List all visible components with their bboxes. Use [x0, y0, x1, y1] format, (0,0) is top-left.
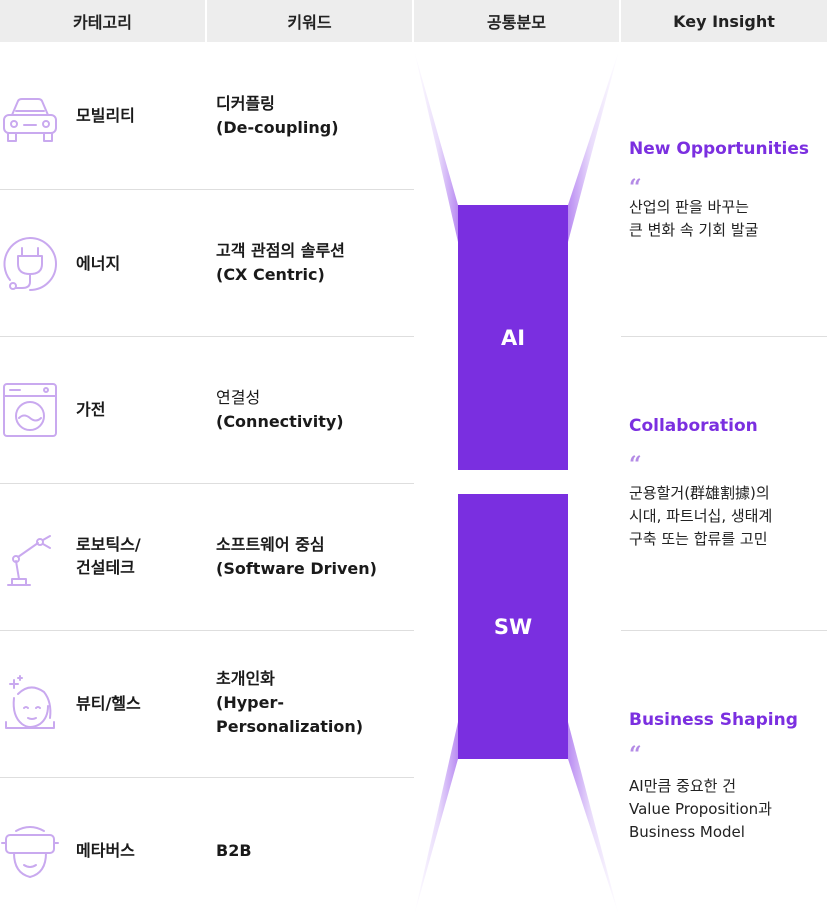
quote-icon: “: [629, 742, 642, 768]
keyword-label: 디커플링: [216, 94, 275, 113]
table-row: 에너지 고객 관점의 솔루션 (CX Centric): [0, 189, 414, 336]
keyword-english: (Software Driven): [216, 559, 377, 578]
insight-line: 큰 변화 속 기회 발굴: [629, 221, 759, 239]
quote-icon: “: [629, 452, 642, 478]
common-sw-block: SW: [458, 494, 568, 759]
row-divider: [0, 630, 414, 631]
insight-line: 산업의 판을 바꾸는: [629, 198, 749, 216]
row-divider: [0, 483, 414, 484]
insight-divider: [621, 630, 827, 631]
insight-line: 구축 또는 합류를 고민: [629, 530, 768, 548]
header-insight: Key Insight: [621, 0, 827, 42]
insight-line: Value Proposition과: [629, 800, 772, 818]
keyword-label: 연결성: [216, 388, 261, 407]
category-label-line2: 건설테크: [76, 558, 135, 577]
insight-title: Business Shaping: [629, 710, 798, 730]
insight-title: Collaboration: [629, 416, 758, 436]
insight-line: 시대, 파트너십, 생태계: [629, 507, 773, 525]
funnel-top-left: [414, 50, 458, 242]
table-row: 뷰티/헬스 초개인화 (Hyper- Personalization): [0, 630, 414, 777]
keyword-english: (Connectivity): [216, 412, 344, 431]
table-row: 메타버스 B2B: [0, 777, 414, 924]
plug-icon: [3, 237, 57, 291]
keyword-english-line2: Personalization): [216, 717, 364, 736]
category-label: 가전: [76, 400, 106, 419]
insight-text: 군용할거(群雄割據)의 시대, 파트너십, 생태계 구축 또는 합류를 고민: [629, 482, 824, 551]
quote-icon: “: [629, 175, 642, 201]
funnel-bottom-right: [568, 722, 619, 916]
insight-divider: [621, 336, 827, 337]
category-label: 에너지: [76, 254, 121, 273]
insight-text: AI만큼 중요한 건 Value Proposition과 Business M…: [629, 775, 824, 844]
header-category: 카테고리: [0, 0, 205, 42]
common-ai-block: AI: [458, 205, 568, 470]
category-label: 로보틱스/: [76, 535, 141, 554]
insight-line: AI만큼 중요한 건: [629, 777, 737, 795]
category-label: 모빌리티: [76, 106, 135, 125]
insight-line: Business Model: [629, 823, 745, 841]
header-keyword: 키워드: [207, 0, 412, 42]
keyword-label: 소프트웨어 중심: [216, 535, 325, 554]
funnel-bottom-left: [414, 722, 458, 916]
face-sparkle-icon: [5, 675, 55, 729]
insight-text: 산업의 판을 바꾸는 큰 변화 속 기회 발굴: [629, 196, 824, 242]
category-label: 뷰티/헬스: [76, 694, 141, 713]
common-funnel: [414, 50, 619, 916]
row-divider: [0, 336, 414, 337]
keyword-label: B2B: [216, 841, 252, 860]
row-divider: [0, 189, 414, 190]
table-row: 모빌리티 디커플링 (De-coupling): [0, 42, 414, 189]
washing-machine-icon: [3, 383, 57, 437]
category-label: 메타버스: [76, 841, 135, 860]
keyword-english: (Hyper-: [216, 693, 284, 712]
keyword-english: (De-coupling): [216, 118, 339, 137]
keyword-label: 초개인화: [216, 669, 275, 688]
car-icon: [3, 98, 57, 142]
table-row: 로보틱스/ 건설테크 소프트웨어 중심 (Software Driven): [0, 483, 414, 630]
insight-title: New Opportunities: [629, 139, 809, 159]
header-common: 공통분모: [414, 0, 619, 42]
keyword-label: 고객 관점의 솔루션: [216, 241, 345, 260]
funnel-top-right: [568, 50, 619, 242]
row-divider: [0, 777, 414, 778]
keyword-english: (CX Centric): [216, 265, 325, 284]
table-row: 가전 연결성 (Connectivity): [0, 336, 414, 483]
robot-arm-icon: [7, 535, 51, 586]
vr-headset-icon: [1, 826, 59, 878]
insight-line: 군용할거(群雄割據)의: [629, 484, 770, 502]
